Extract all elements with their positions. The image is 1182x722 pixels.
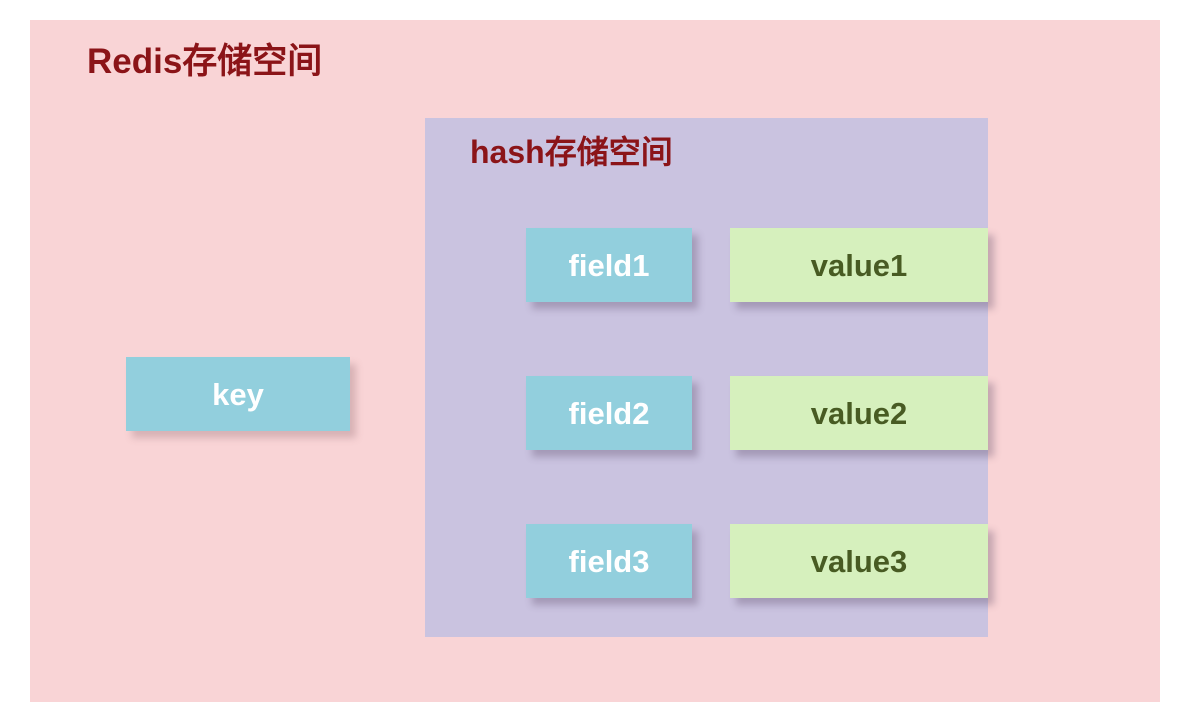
- field-box-3: field3: [526, 524, 692, 598]
- field-label-1: field1: [568, 247, 650, 283]
- value-label-3: value3: [810, 543, 908, 579]
- value-box-3: value3: [730, 524, 988, 598]
- field-box-2: field2: [526, 376, 692, 450]
- value-label-1: value1: [810, 247, 908, 283]
- value-label-2: value2: [810, 395, 908, 431]
- hash-storage-container: hash存储空间 field1 value1 field2 value2 fie…: [425, 118, 988, 637]
- hash-storage-title: hash存储空间: [470, 134, 673, 170]
- field-label-2: field2: [568, 395, 650, 431]
- value-box-1: value1: [730, 228, 988, 302]
- value-box-2: value2: [730, 376, 988, 450]
- field-box-1: field1: [526, 228, 692, 302]
- key-box: key: [126, 357, 350, 431]
- redis-storage-title: Redis存储空间: [87, 42, 323, 81]
- key-label: key: [212, 376, 264, 412]
- field-label-3: field3: [568, 543, 650, 579]
- redis-storage-container: Redis存储空间 key hash存储空间 field1 value1 fie…: [30, 20, 1160, 702]
